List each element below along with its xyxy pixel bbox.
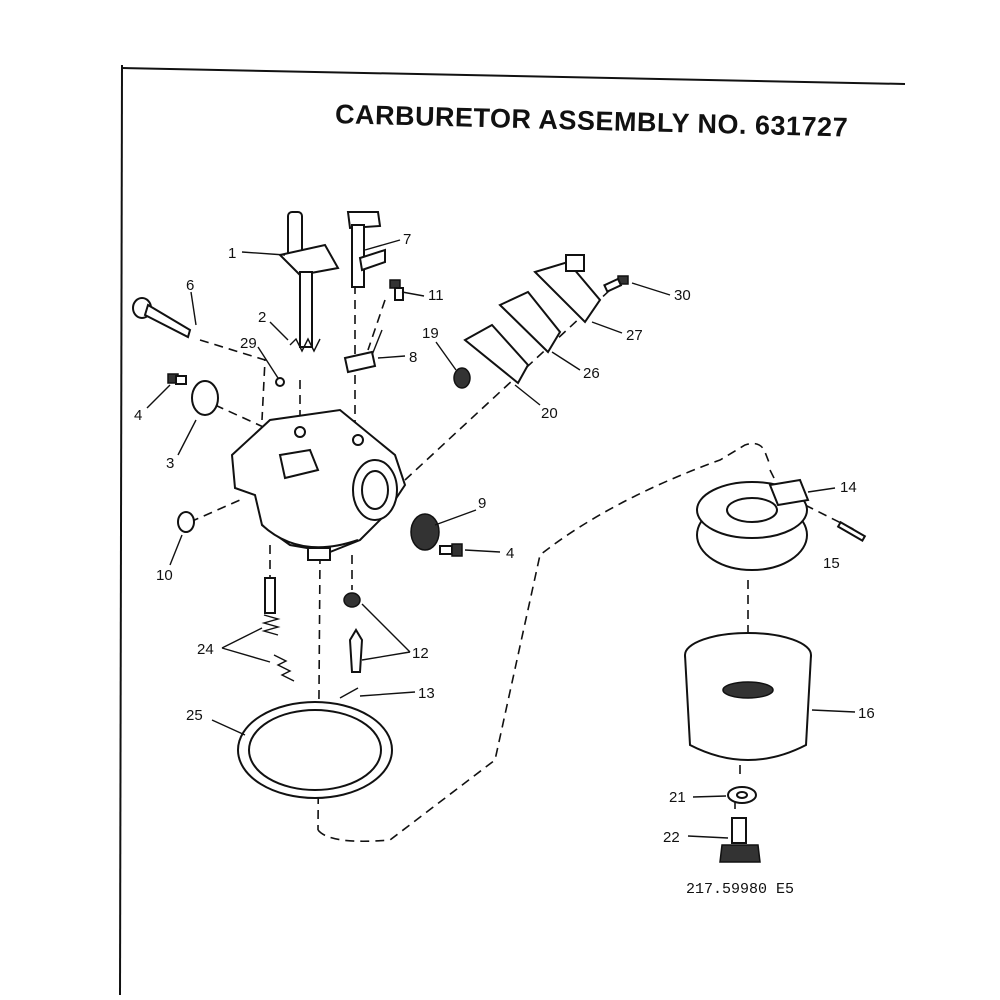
part-21-washer [727,786,757,804]
label-part-26: 26 [583,365,600,382]
part-16-bowl [684,632,812,761]
label-part-22: 22 [663,829,680,846]
label-part-16: 16 [858,705,875,722]
label-part-7: 7 [403,231,411,248]
label-part-21: 21 [669,789,686,806]
diagram-title: CARBURETOR ASSEMBLY NO. 631727 [335,99,849,142]
part-number-labels: 1 2 3 4 4 6 7 8 9 10 11 12 13 14 15 16 1… [134,231,875,846]
label-part-27: 27 [626,327,643,344]
part-9-choke-plate [410,513,440,551]
part-15-pin [836,520,867,542]
part-10-plug [177,511,195,533]
label-part-8: 8 [409,349,417,366]
label-part-12: 12 [412,645,429,662]
carburetor-body [230,408,407,561]
label-part-19: 19 [422,325,439,342]
part-6-screw [132,297,192,339]
label-part-11: 11 [428,287,444,304]
part-20-gasket [463,323,530,385]
part-3-throttle-plate [191,380,219,416]
part-27-pump-cover [533,254,602,324]
label-part-4-bottom: 4 [506,545,514,562]
label-part-14: 14 [840,479,857,496]
part-14-float [696,478,810,571]
part-2-spring [289,337,321,353]
part-4-screw-top [167,373,187,385]
label-part-2: 2 [258,309,266,326]
label-part-30: 30 [674,287,691,304]
part-22-bolt [719,817,761,863]
label-part-29: 29 [240,335,257,352]
label-part-13: 13 [418,685,435,702]
part-1-throttle-shaft [278,211,340,348]
label-part-1: 1 [228,245,236,262]
label-part-25: 25 [186,707,203,724]
part-19-screen [453,367,471,389]
part-26-diaphragm [498,290,562,354]
part-25-gasket-ring [237,701,393,799]
frame-top-line [121,67,906,85]
label-part-3: 3 [166,455,174,472]
frame-left-line [119,64,123,996]
label-part-9: 9 [478,495,486,512]
part-8-bracket [343,329,383,374]
part-24-needle-spring [261,577,295,682]
label-part-24: 24 [197,641,214,658]
drawing-code: 217.59980 E5 [686,881,794,898]
label-part-6: 6 [186,277,194,294]
label-part-15: 15 [823,555,840,572]
part-29-ball [275,377,285,387]
label-part-10: 10 [156,567,173,584]
part-30-screw [603,275,629,293]
part-13-clip [339,687,359,699]
part-12-seat-needle [343,592,364,673]
part-11-screw [389,279,404,301]
label-part-20: 20 [541,405,558,422]
part-4-screw-bottom [439,543,463,557]
leader-lines [146,239,856,839]
label-part-4-top: 4 [134,407,142,424]
part-7-choke-shaft [346,211,386,288]
